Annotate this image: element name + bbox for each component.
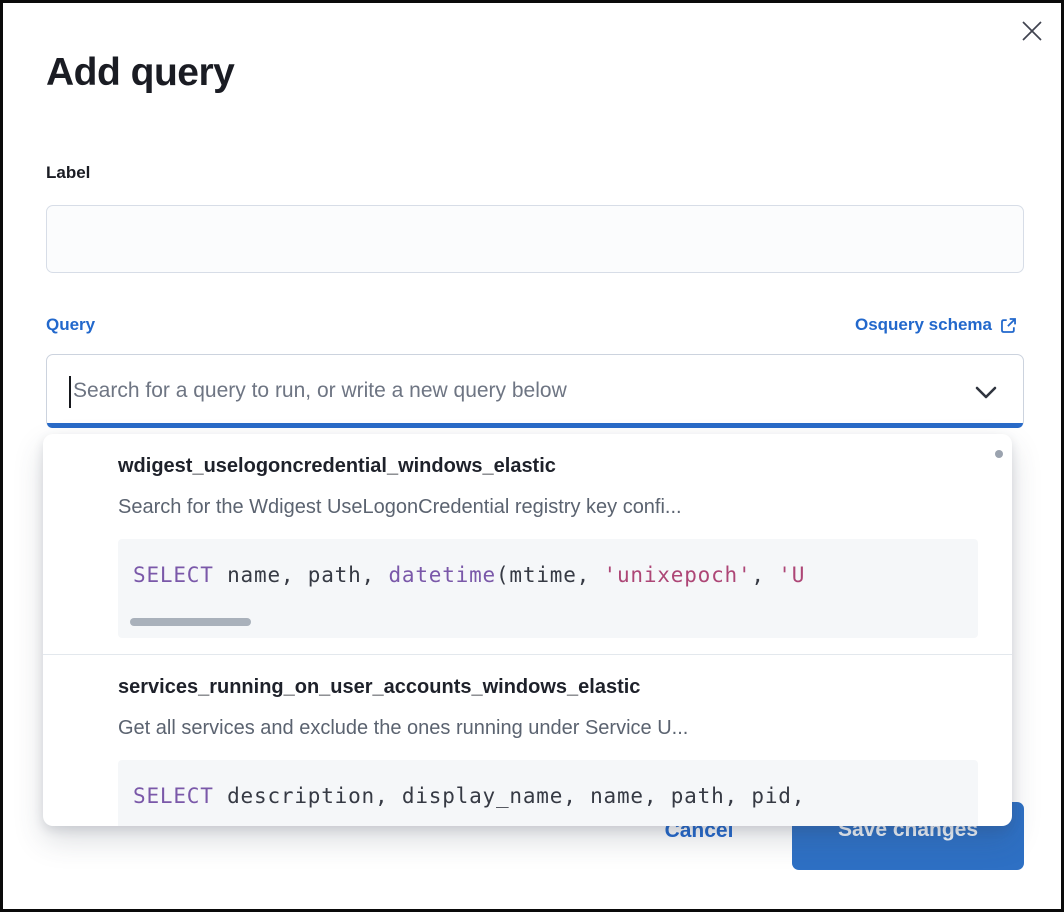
query-option-description: Search for the Wdigest UseLogonCredentia… bbox=[118, 496, 682, 518]
label-input[interactable] bbox=[46, 205, 1024, 273]
query-field-label: Query bbox=[46, 315, 96, 334]
query-option-sql: SELECT description, display_name, name, … bbox=[118, 760, 978, 826]
query-option-title: wdigest_uselogoncredential_windows_elast… bbox=[118, 455, 556, 477]
query-option-sql: SELECT name, path, datetime(mtime, 'unix… bbox=[118, 539, 978, 638]
modal-title: Add query bbox=[46, 51, 235, 94]
query-combobox bbox=[46, 354, 1024, 428]
query-option[interactable]: wdigest_uselogoncredential_windows_elast… bbox=[43, 434, 1012, 654]
external-link-icon bbox=[999, 316, 1018, 335]
query-search-input[interactable] bbox=[47, 355, 1023, 427]
osquery-schema-link-label: Osquery schema bbox=[854, 315, 992, 334]
vertical-scrollbar-thumb[interactable] bbox=[995, 450, 1003, 458]
horizontal-scrollbar[interactable] bbox=[130, 618, 251, 626]
label-field-label: Label bbox=[46, 163, 91, 182]
close-button[interactable] bbox=[1015, 15, 1049, 49]
close-icon bbox=[1020, 19, 1044, 46]
osquery-schema-link[interactable]: Osquery schema bbox=[855, 315, 1018, 335]
query-option-description: Get all services and exclude the ones ru… bbox=[118, 717, 689, 739]
text-caret bbox=[69, 376, 71, 408]
query-option[interactable]: services_running_on_user_accounts_window… bbox=[43, 654, 1012, 826]
chevron-down-icon bbox=[973, 386, 999, 405]
query-suggestions-popover: wdigest_uselogoncredential_windows_elast… bbox=[43, 434, 1012, 826]
combobox-toggle[interactable] bbox=[973, 382, 999, 402]
query-option-title: services_running_on_user_accounts_window… bbox=[118, 676, 641, 698]
